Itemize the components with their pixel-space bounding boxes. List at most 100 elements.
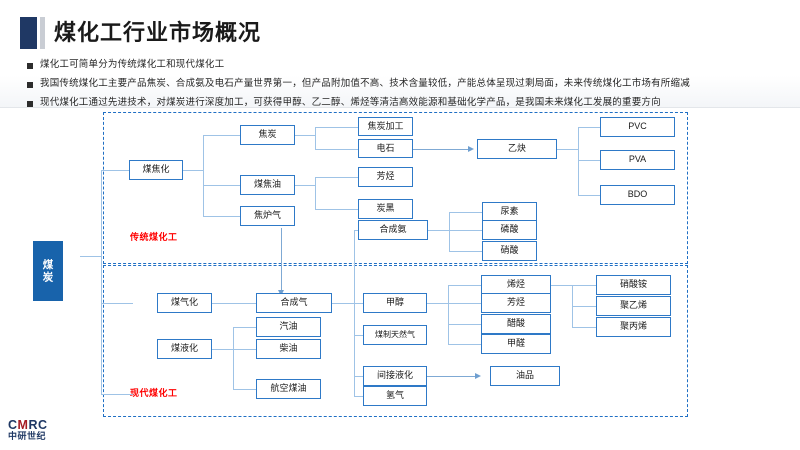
node-linsuan[interactable]: 磷酸 bbox=[482, 220, 537, 240]
node-fangting-traditional[interactable]: 芳烃 bbox=[358, 167, 413, 187]
arrow-right-icon bbox=[475, 372, 481, 379]
bullet-square-icon bbox=[27, 63, 33, 69]
connector bbox=[315, 177, 316, 210]
connector bbox=[572, 285, 596, 286]
bullet-square-icon bbox=[27, 82, 33, 88]
node-dianshi[interactable]: 电石 bbox=[358, 139, 413, 158]
connector bbox=[233, 349, 257, 350]
connector bbox=[449, 212, 450, 252]
node-meizhitianranqi[interactable]: 煤制天然气 bbox=[363, 325, 427, 345]
node-xiaosuan[interactable]: 硝酸 bbox=[482, 241, 537, 261]
title-accent-bar-secondary bbox=[40, 17, 45, 49]
connector bbox=[572, 306, 596, 307]
bullet-item: 现代煤化工通过先进技术，对煤炭进行深度加工，可获得甲醇、乙二醇、烯烃等清洁高效能… bbox=[27, 96, 787, 109]
node-qiyou[interactable]: 汽油 bbox=[256, 317, 321, 337]
connector-arrow-line bbox=[412, 149, 470, 150]
node-jiaoluqi[interactable]: 焦炉气 bbox=[240, 206, 295, 226]
connector bbox=[315, 149, 359, 150]
node-juyixi[interactable]: 聚乙烯 bbox=[596, 296, 671, 316]
connector bbox=[233, 389, 257, 390]
connector bbox=[448, 285, 449, 345]
node-meiqihua[interactable]: 煤气化 bbox=[157, 293, 212, 313]
header-background bbox=[0, 0, 800, 108]
connector bbox=[101, 303, 133, 304]
node-jiaotanjiagong[interactable]: 焦炭加工 bbox=[358, 117, 413, 136]
page-title: 煤化工行业市场概况 bbox=[54, 20, 262, 45]
node-hangkongmeiyou[interactable]: 航空煤油 bbox=[256, 379, 321, 399]
connector bbox=[354, 376, 363, 377]
connector bbox=[449, 212, 483, 213]
group-label-traditional: 传统煤化工 bbox=[130, 232, 178, 242]
logo-latin: CMRC bbox=[8, 418, 48, 432]
bullet-text: 煤化工可简单分为传统煤化工和现代煤化工 bbox=[40, 59, 225, 70]
connector bbox=[101, 394, 133, 395]
logo-letter-m: M bbox=[17, 418, 29, 432]
node-pva[interactable]: PVA bbox=[600, 150, 675, 170]
connector bbox=[551, 285, 573, 286]
company-logo: CMRC 中研世纪 bbox=[8, 419, 48, 442]
arrow-right-icon bbox=[468, 145, 474, 152]
node-youpin[interactable]: 油品 bbox=[490, 366, 560, 386]
connector bbox=[233, 327, 257, 328]
group-label-modern: 现代煤化工 bbox=[130, 388, 178, 398]
group-frame-modern bbox=[103, 265, 688, 417]
node-fangting-modern[interactable]: 芳烃 bbox=[481, 293, 551, 313]
node-jiachun[interactable]: 甲醇 bbox=[363, 293, 427, 313]
connector bbox=[449, 251, 483, 252]
connector bbox=[448, 303, 482, 304]
connector bbox=[315, 209, 359, 210]
node-tanhei[interactable]: 炭黑 bbox=[358, 199, 413, 219]
connector bbox=[203, 135, 240, 136]
header-divider bbox=[0, 107, 800, 108]
group-frame-traditional bbox=[103, 112, 688, 264]
node-jianjieyehua[interactable]: 间接液化 bbox=[363, 366, 427, 386]
title-accent-bar bbox=[20, 17, 37, 49]
node-qingqi[interactable]: 氢气 bbox=[363, 386, 427, 406]
connector bbox=[354, 303, 363, 304]
node-yiquan[interactable]: 乙炔 bbox=[477, 139, 557, 159]
connector bbox=[182, 170, 204, 171]
connector bbox=[354, 396, 363, 397]
node-hechengan[interactable]: 合成氨 bbox=[358, 220, 428, 240]
connector bbox=[578, 127, 579, 195]
connector bbox=[448, 285, 482, 286]
connector bbox=[101, 170, 130, 171]
node-meiyehua[interactable]: 煤液化 bbox=[157, 339, 212, 359]
connector bbox=[428, 230, 450, 231]
node-pvc[interactable]: PVC bbox=[600, 117, 675, 137]
connector bbox=[448, 324, 482, 325]
bullet-text: 我国传统煤化工主要产品焦炭、合成氨及电石产量世界第一，但产品附加值不高、技术含量… bbox=[40, 78, 690, 89]
node-jiaquan[interactable]: 甲醛 bbox=[481, 334, 551, 354]
connector bbox=[80, 256, 102, 257]
connector bbox=[578, 160, 601, 161]
node-jubingxi[interactable]: 聚丙烯 bbox=[596, 317, 671, 337]
node-meijiaohua[interactable]: 煤焦化 bbox=[129, 160, 183, 180]
node-coal-root[interactable]: 煤炭 bbox=[33, 241, 63, 301]
connector bbox=[203, 185, 240, 186]
connector-arrow-line bbox=[427, 376, 477, 377]
logo-chinese: 中研世纪 bbox=[8, 431, 47, 441]
connector-arrow-line bbox=[281, 228, 282, 292]
node-chaiyou[interactable]: 柴油 bbox=[256, 339, 321, 359]
node-bdo[interactable]: BDO bbox=[600, 185, 675, 205]
slide-header: 煤化工行业市场概况 煤化工可简单分为传统煤化工和现代煤化工 我国传统煤化工主要产… bbox=[0, 0, 800, 108]
node-xiaosuanan[interactable]: 硝酸铵 bbox=[596, 275, 671, 295]
node-jiaotan[interactable]: 焦炭 bbox=[240, 125, 295, 145]
connector bbox=[294, 185, 316, 186]
node-meijiaoyou[interactable]: 煤焦油 bbox=[240, 175, 295, 195]
connector bbox=[315, 177, 359, 178]
connector bbox=[212, 349, 234, 350]
node-cusuan[interactable]: 醋酸 bbox=[481, 314, 551, 334]
connector bbox=[578, 195, 601, 196]
connector bbox=[212, 303, 257, 304]
connector bbox=[332, 303, 355, 304]
node-hechengqi[interactable]: 合成气 bbox=[256, 293, 332, 313]
connector bbox=[427, 303, 449, 304]
connector bbox=[315, 127, 359, 128]
node-niaosu[interactable]: 尿素 bbox=[482, 202, 537, 222]
connector bbox=[354, 230, 355, 397]
node-xiting[interactable]: 烯烃 bbox=[481, 275, 551, 295]
connector bbox=[572, 327, 596, 328]
flow-diagram: 传统煤化工 现代煤化工 bbox=[0, 108, 800, 450]
